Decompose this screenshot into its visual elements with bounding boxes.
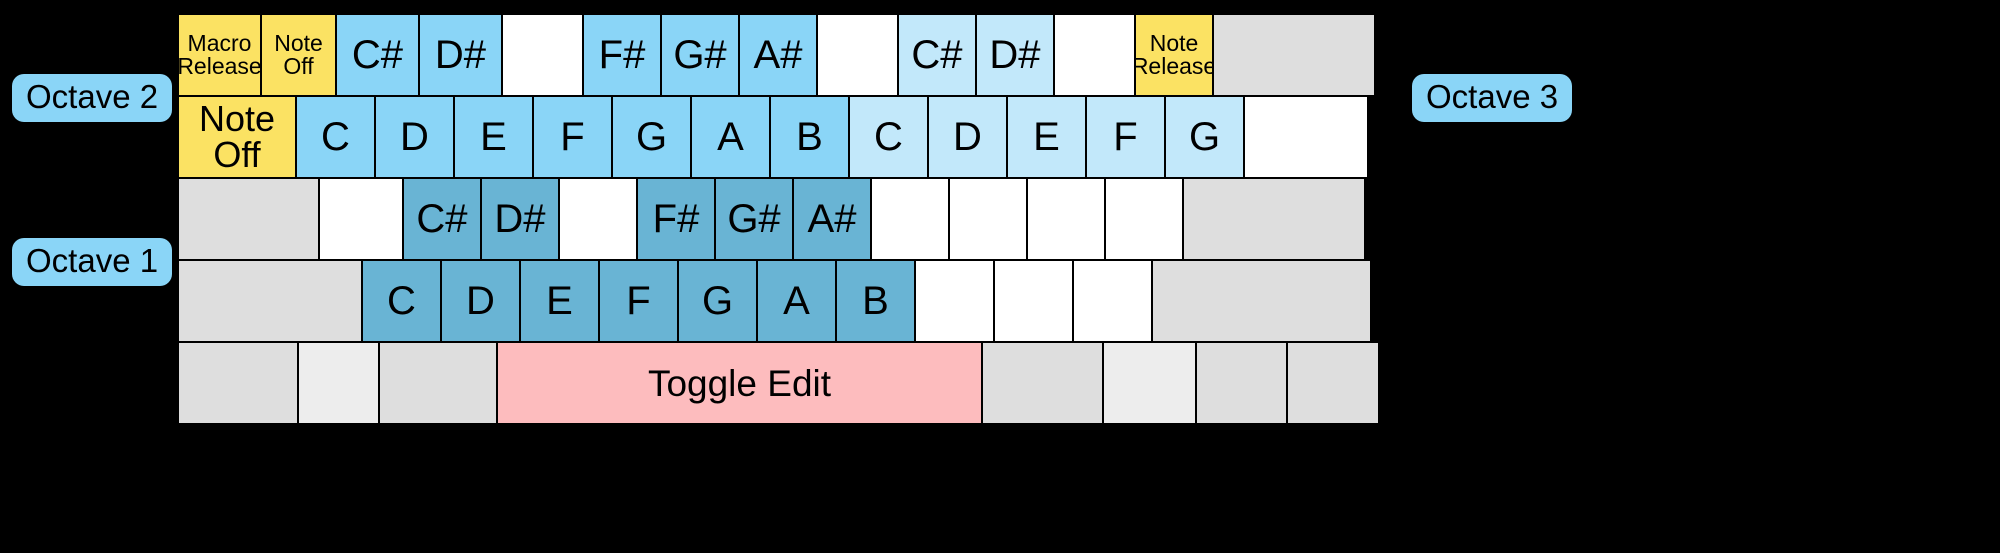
key-d[interactable]: D (927, 95, 1008, 179)
key-blank[interactable] (981, 341, 1104, 425)
key-blank[interactable] (558, 177, 638, 261)
key-f-sharp[interactable]: F# (636, 177, 716, 261)
key-blank[interactable] (993, 259, 1074, 343)
key-a-sharp[interactable]: A# (738, 13, 818, 97)
key-f[interactable]: F (532, 95, 613, 179)
key-g[interactable]: G (677, 259, 758, 343)
key-blank[interactable] (1195, 341, 1288, 425)
row-spacebar: Toggle Edit (177, 341, 1388, 425)
key-blank[interactable] (914, 259, 995, 343)
key-g-sharp[interactable]: G# (714, 177, 794, 261)
key-blank[interactable] (177, 341, 299, 425)
key-b[interactable]: B (769, 95, 850, 179)
key-g[interactable]: G (1164, 95, 1245, 179)
key-g[interactable]: G (611, 95, 692, 179)
key-note-off[interactable]: Note Off (260, 13, 337, 97)
key-blank[interactable] (1026, 177, 1106, 261)
key-a[interactable]: A (690, 95, 771, 179)
key-blank[interactable] (501, 13, 584, 97)
key-blank[interactable] (1104, 177, 1184, 261)
key-d-sharp[interactable]: D# (975, 13, 1055, 97)
key-c-sharp[interactable]: C# (402, 177, 482, 261)
key-blank[interactable] (816, 13, 899, 97)
key-blank[interactable] (1072, 259, 1153, 343)
key-blank[interactable] (297, 341, 380, 425)
key-f[interactable]: F (1085, 95, 1166, 179)
key-e[interactable]: E (1006, 95, 1087, 179)
key-blank[interactable] (177, 177, 320, 261)
key-c[interactable]: C (848, 95, 929, 179)
key-blank[interactable] (318, 177, 404, 261)
key-blank[interactable] (1212, 13, 1376, 97)
key-d-sharp[interactable]: D# (480, 177, 560, 261)
key-blank[interactable] (1182, 177, 1366, 261)
key-blank[interactable] (378, 341, 498, 425)
octave-1-label: Octave 1 (12, 238, 173, 286)
key-toggle-edit[interactable]: Toggle Edit (496, 341, 983, 425)
key-blank[interactable] (1243, 95, 1369, 179)
key-c-sharp[interactable]: C# (897, 13, 977, 97)
key-e[interactable]: E (519, 259, 600, 343)
key-e[interactable]: E (453, 95, 534, 179)
key-blank[interactable] (870, 177, 950, 261)
key-g-sharp[interactable]: G# (660, 13, 740, 97)
key-blank[interactable] (177, 259, 363, 343)
key-f-sharp[interactable]: F# (582, 13, 662, 97)
key-blank[interactable] (1102, 341, 1197, 425)
key-d[interactable]: D (440, 259, 521, 343)
key-d-sharp[interactable]: D# (418, 13, 503, 97)
key-blank[interactable] (1053, 13, 1136, 97)
key-c[interactable]: C (295, 95, 376, 179)
key-b[interactable]: B (835, 259, 916, 343)
row-asdf: C#D# F#G#A# (177, 177, 1388, 261)
key-blank[interactable] (948, 177, 1028, 261)
key-note-off[interactable]: Note Off (177, 95, 297, 179)
octave-2-label: Octave 2 (12, 74, 173, 122)
octave-3-label: Octave 3 (1412, 74, 1573, 122)
key-a-sharp[interactable]: A# (792, 177, 872, 261)
key-note-release[interactable]: Note Release (1134, 13, 1214, 97)
key-macro-release[interactable]: Macro Release (177, 13, 262, 97)
key-blank[interactable] (1286, 341, 1380, 425)
key-c[interactable]: C (361, 259, 442, 343)
key-f[interactable]: F (598, 259, 679, 343)
key-c-sharp[interactable]: C# (335, 13, 420, 97)
key-a[interactable]: A (756, 259, 837, 343)
key-blank[interactable] (1151, 259, 1372, 343)
key-d[interactable]: D (374, 95, 455, 179)
